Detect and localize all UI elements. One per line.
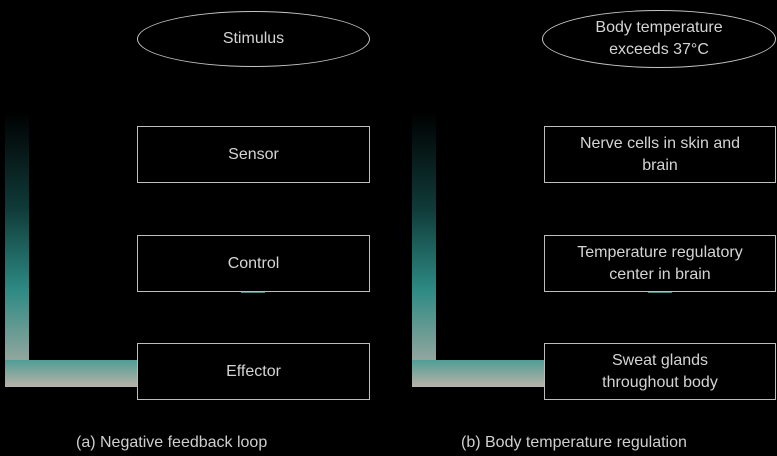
sensor-box-b: Nerve cells in skin and brain [544, 126, 776, 183]
sensor-box-a: Sensor [137, 126, 370, 183]
sensor-label-a: Sensor [228, 145, 279, 163]
stimulus-node-b: Body temperature exceeds 37°C [542, 10, 776, 68]
effector-label-b: Sweat glands throughout body [602, 351, 718, 391]
control-box-a: Control [137, 235, 370, 292]
caption-b: (b) Body temperature regulation [461, 434, 687, 451]
effector-box-b: Sweat glands throughout body [544, 343, 776, 400]
caption-a: (a) Negative feedback loop [76, 434, 268, 451]
loop-bar-horizontal-b [412, 360, 544, 387]
stimulus-node-a: Stimulus [137, 11, 370, 67]
effector-box-a: Effector [137, 343, 370, 400]
effector-label-a: Effector [226, 362, 281, 380]
loop-bar-horizontal-a [5, 360, 137, 387]
sensor-label-b: Nerve cells in skin and brain [579, 134, 741, 174]
stimulus-label-a: Stimulus [222, 30, 285, 47]
control-label-a: Control [227, 254, 280, 272]
control-box-b: Temperature regulatory center in brain [544, 235, 776, 292]
stimulus-label-b: Body temperature exceeds 37°C [595, 19, 723, 58]
control-label-b: Temperature regulatory center in brain [577, 243, 743, 283]
loop-bar-vertical-b [412, 112, 436, 387]
loop-bar-vertical-a [5, 112, 29, 387]
